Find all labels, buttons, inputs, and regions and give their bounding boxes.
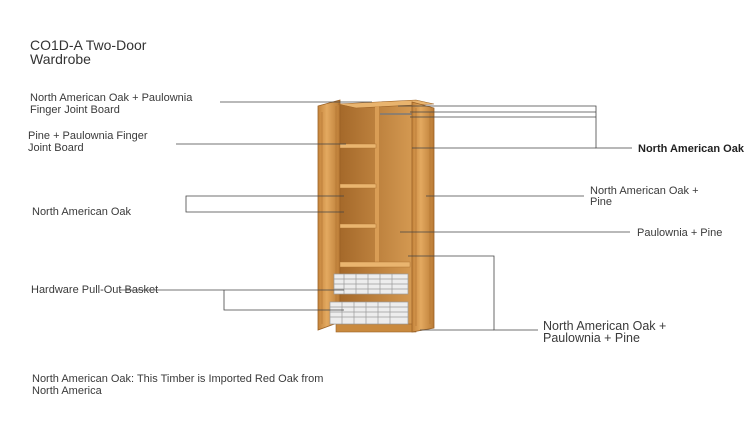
label-line: North American Oak + xyxy=(543,319,667,333)
label-line: Joint Board xyxy=(28,142,84,154)
label-line: Hardware Pull-Out Basket xyxy=(31,284,159,296)
label-line: Pine xyxy=(590,196,613,208)
label-pine-paulownia-finger-joint: Pine + Paulownia Finger Joint Board xyxy=(28,130,148,154)
label-line: North American Oak xyxy=(638,143,744,155)
page-title: CO1D-A Two-Door Wardrobe xyxy=(30,38,146,66)
right-door xyxy=(411,101,435,333)
label-north-american-oak-left: North American Oak xyxy=(32,206,131,218)
label-line: North American Oak + xyxy=(590,185,699,197)
label-line: North American Oak xyxy=(32,206,132,218)
label-oak-paulownia-pine: North American Oak + Paulownia + Pine xyxy=(543,319,667,345)
label-line: Pine + Paulownia Finger xyxy=(28,130,148,142)
label-line: North American Oak + Paulownia xyxy=(30,92,193,104)
label-pull-out-basket: Hardware Pull-Out Basket xyxy=(31,284,158,296)
label-oak-pine-right: North American Oak + Pine xyxy=(590,186,699,208)
label-line: Finger Joint Board xyxy=(30,104,120,116)
label-paulownia-pine: Paulownia + Pine xyxy=(637,227,722,239)
label-line: Paulownia + Pine xyxy=(637,227,723,239)
leader-lines xyxy=(120,101,632,331)
title-line-2: Wardrobe xyxy=(30,51,91,67)
left-door xyxy=(317,99,341,331)
footnote: North American Oak: This Timber is Impor… xyxy=(32,373,323,397)
footnote-line-2: North America xyxy=(32,385,102,397)
label-line: Paulownia + Pine xyxy=(543,331,640,345)
title-line-1: CO1D-A Two-Door xyxy=(30,37,147,53)
footnote-line-1: North American Oak: This Timber is Impor… xyxy=(32,373,324,385)
label-oak-paulownia-finger-joint: North American Oak + Paulownia Finger Jo… xyxy=(30,92,192,116)
label-north-american-oak-right: North American Oak xyxy=(638,143,744,155)
pull-out-baskets xyxy=(329,273,409,325)
